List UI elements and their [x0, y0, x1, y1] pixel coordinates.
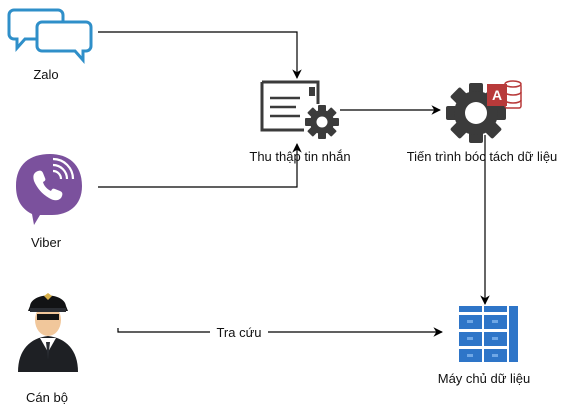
node-label-collect: Thu thập tin nhắn	[249, 149, 350, 164]
node-label-extract: Tiến trình bóc tách dữ liệu	[407, 149, 558, 164]
chat-bubbles-icon	[7, 8, 93, 64]
message-gear-icon	[260, 80, 339, 139]
node-label-officer: Cán bộ	[26, 390, 68, 405]
edge-viber-to-collect	[98, 143, 302, 188]
server-rack-icon	[459, 306, 518, 362]
svg-text:A: A	[492, 87, 502, 103]
node-label-viber: Viber	[31, 235, 62, 250]
node-label-zalo: Zalo	[33, 67, 58, 82]
edge-label-bg	[210, 325, 268, 339]
edge-officer-to-server: Tra cứu	[117, 325, 443, 340]
viber-icon	[16, 154, 82, 225]
gear-access-icon: A	[446, 80, 522, 143]
edge-label-lookup: Tra cứu	[216, 325, 261, 340]
officer-icon	[18, 293, 78, 372]
edge-zalo-to-collect	[98, 31, 302, 79]
node-label-server: Máy chủ dữ liệu	[438, 371, 531, 386]
